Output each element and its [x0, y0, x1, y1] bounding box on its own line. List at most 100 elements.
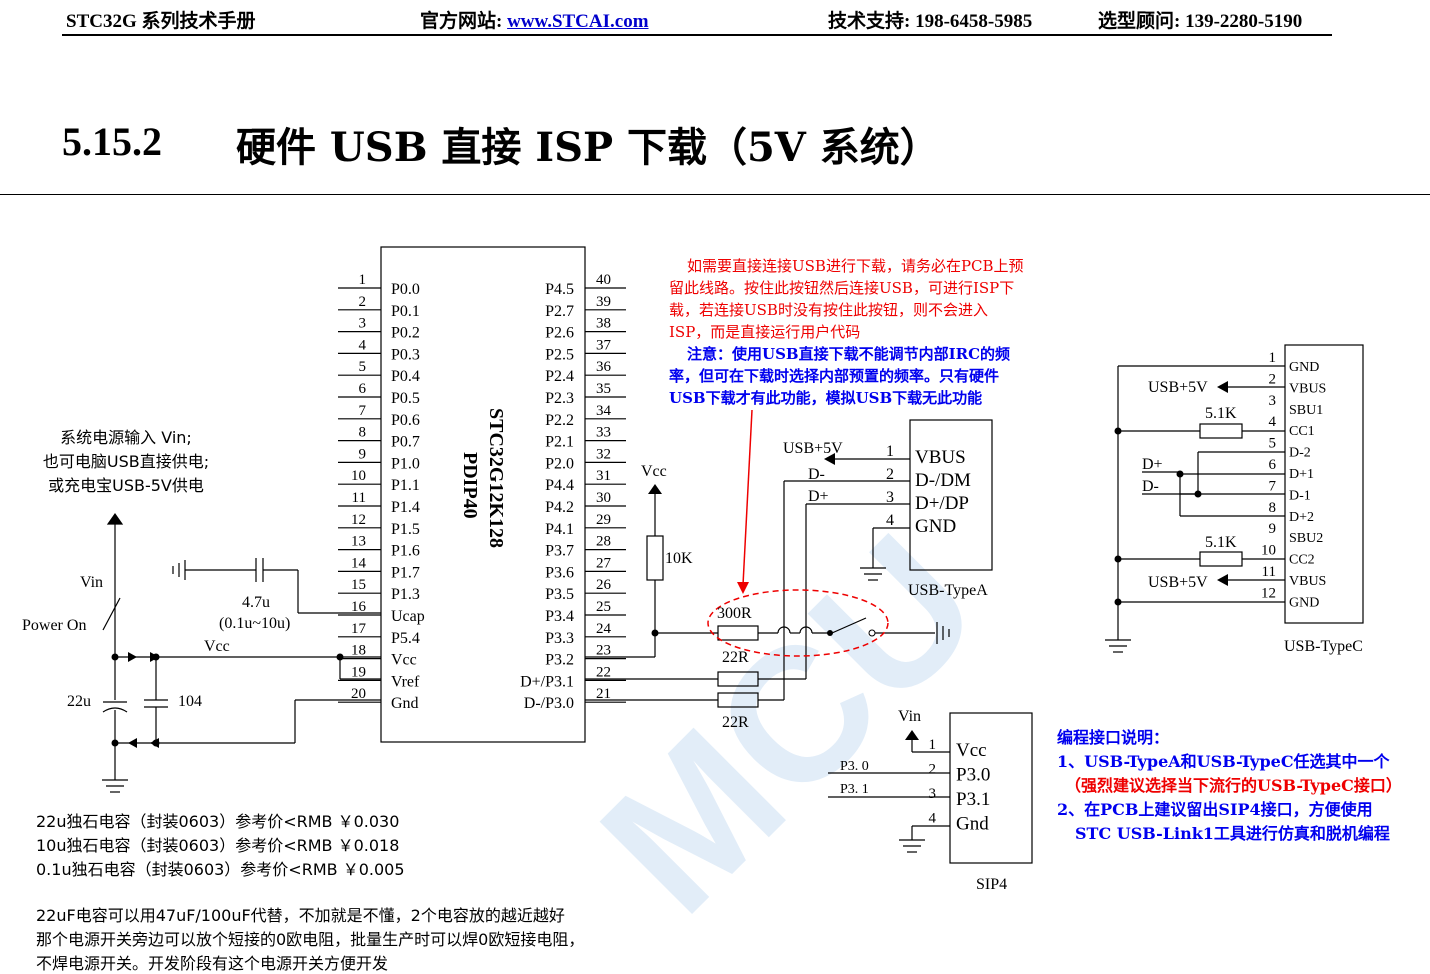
usb-a-pin-number: 4	[886, 512, 894, 529]
prog-note: 编程接口说明： 1、USB-TypeA和USB-TypeC任选其中一个 （强烈建…	[1057, 726, 1402, 846]
mcu-pin-name: P1.6	[391, 543, 420, 560]
mcu-pin-number: 15	[351, 577, 366, 593]
mcu-pin-name: P0.3	[391, 346, 420, 363]
mcu-pin-name: P2.2	[545, 412, 574, 429]
site-link[interactable]: www.STCAI.com	[507, 11, 649, 32]
mcu-pin-number: 16	[351, 599, 367, 615]
mcu-body	[380, 246, 586, 743]
mcu-pin-number: 38	[596, 316, 611, 332]
usb-a-name: USB-TypeA	[908, 582, 988, 599]
blue-note-line: USB下载才有此功能，模拟USB下载无此功能	[669, 389, 983, 407]
mcu-pin-name: D+/P3.1	[520, 673, 574, 690]
usb-a-pin-number: 1	[886, 443, 894, 460]
mcu-pin-number: 34	[596, 403, 612, 419]
usb-c-pin-number: 6	[1269, 457, 1277, 473]
mcu-pin-number: 8	[359, 425, 367, 441]
r300-label: 300R	[717, 605, 752, 622]
power-on-label: Power On	[22, 617, 86, 634]
mcu-pin-number: 28	[596, 534, 611, 550]
mcu-pin-name: P0.7	[391, 434, 420, 451]
mcu-pin-number: 24	[596, 621, 612, 637]
mcu-pin-name: Vref	[391, 673, 420, 690]
mcu-pin-number: 3	[359, 316, 367, 332]
r22b-label: 22R	[722, 714, 749, 731]
mcu-pin-number: 27	[596, 555, 612, 571]
usb-c-pin-name: VBUS	[1289, 574, 1326, 589]
mcu-pin-name: Ucap	[391, 608, 425, 625]
mcu-pin-name: P2.1	[545, 434, 574, 451]
mcu-pin-number: 37	[596, 337, 612, 353]
blue-note-line: 注意：使用USB直接下载不能调节内部IRC的频	[687, 345, 1011, 363]
mcu-pin-number: 25	[596, 599, 611, 615]
mcu-pin-number: 13	[351, 534, 366, 550]
mcu-pin-number: 22	[596, 664, 611, 680]
mcu-pin-name: P2.3	[545, 390, 574, 407]
usb-a-pin-name: D+/DP	[915, 493, 969, 514]
sip-vin-label: Vin	[898, 708, 921, 725]
bottom-note-line: 22uF电容可以用47uF/100uF代替，不加就是不懂，2个电容放的越近越好	[36, 906, 565, 925]
usb-c-pins: 1GND2VBUS3SBU14CC15D-26D+17D-18D+29SBU21…	[1261, 350, 1326, 610]
vin-label: Vin	[80, 574, 103, 591]
mcu-pin-name: P3.4	[545, 608, 574, 625]
usb-a-pin-number: 3	[886, 489, 894, 506]
mcu-pin-name: P4.2	[545, 499, 574, 516]
usb-c-pin-name: GND	[1289, 595, 1319, 610]
header-rule	[62, 34, 1332, 36]
mcu-pin-number: 40	[596, 272, 611, 288]
usb-c-pin-number: 11	[1262, 564, 1276, 580]
mcu-pin-number: 36	[596, 359, 612, 375]
mcu-pin-number: 33	[596, 425, 611, 441]
mcu-pin-name: P2.0	[545, 455, 574, 472]
mcu-pin-name: Gnd	[391, 695, 419, 712]
usb-c-pin-number: 4	[1269, 414, 1277, 430]
mcu-pin-name: P1.5	[391, 521, 420, 538]
mcu-pin-name: P1.0	[391, 455, 420, 472]
mcu-pin-number: 4	[359, 337, 367, 353]
mcu-pin-number: 17	[351, 621, 367, 637]
usb5v-a-label: USB+5V	[783, 440, 843, 457]
vcc-right-label: Vcc	[641, 463, 667, 480]
dminus-a-label: D-	[808, 466, 825, 483]
red-note-line: 如需要直接连接USB进行下载，请务必在PCB上预	[687, 257, 1024, 275]
cap-22u-label: 22u	[67, 693, 91, 710]
usb-c-pin-number: 8	[1269, 500, 1277, 516]
mcu-pin-number: 7	[359, 403, 367, 419]
prog-note-line1: 1、USB-TypeA和USB-TypeC任选其中一个	[1057, 752, 1390, 771]
usb-a-pin-name: GND	[915, 516, 956, 537]
usb-c-pin-name: SBU1	[1289, 403, 1323, 418]
usb-c-pin-number: 12	[1261, 585, 1276, 601]
bottom-note-line: 那个电源开关旁边可以放个短接的0欧电阻，批量生产时可以焊0欧短接电阻，	[36, 930, 585, 949]
r22a-label: 22R	[722, 649, 749, 666]
mcu-pin-number: 30	[596, 490, 611, 506]
mcu-pin-name: Vcc	[391, 652, 417, 669]
prog-note-line4: STC USB-Link1工具进行仿真和脱机编程	[1075, 824, 1390, 843]
mcu-pin-number: 2	[359, 294, 367, 310]
usb-c-pin-name: D+1	[1289, 467, 1314, 482]
usb-c-pin-name: CC1	[1289, 424, 1315, 439]
usb-c-pin-name: CC2	[1289, 553, 1315, 568]
mcu-pin-number: 10	[351, 468, 366, 484]
mcu-pin-name: P2.4	[545, 368, 574, 385]
sip-pin-number: 4	[929, 811, 937, 827]
mcu-pin-name: P3.5	[545, 586, 574, 603]
mcu-pin-name: P0.4	[391, 368, 420, 385]
usb5v-c1-label: USB+5V	[1148, 379, 1208, 396]
mcu-pin-number: 35	[596, 381, 611, 397]
usb-a-pin-name: VBUS	[915, 447, 966, 468]
mcu-pin-name: P2.7	[545, 303, 574, 320]
mcu-pin-name: P0.0	[391, 281, 420, 298]
dminus-c-label: D-	[1142, 478, 1159, 495]
usb-c-pin-name: D+2	[1289, 510, 1314, 525]
power-note-line: 也可电脑USB直接供电;	[42, 452, 210, 471]
usb-c-pin-name: VBUS	[1289, 381, 1326, 396]
usb-c-pin-name: D-2	[1289, 446, 1311, 461]
prog-note-line3: 2、在PCB上建议留出SIP4接口，方便使用	[1057, 800, 1373, 819]
sip-pin-name: P3.1	[956, 789, 990, 810]
section-title: 硬件 USB 直接 ISP 下载（5V 系统）	[236, 124, 940, 171]
red-note-line: 载，若连接USB时没有按住此按钮，则不会进入	[669, 301, 988, 319]
mcu-pin-name: P0.1	[391, 303, 420, 320]
usb-c-pin-number: 2	[1269, 371, 1277, 387]
mcu-pin-name: P3.2	[545, 652, 574, 669]
